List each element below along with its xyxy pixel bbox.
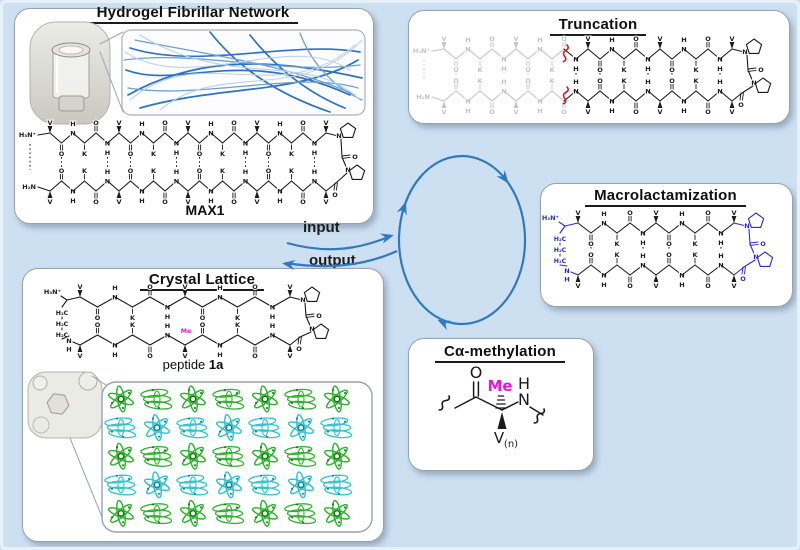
title-ca-methylation-text: Cα-methylation	[434, 343, 566, 363]
peptide-label-bold: 1a	[208, 357, 224, 372]
structure-label-peptide-1a: peptide 1a	[43, 357, 343, 372]
title-truncation: Truncation	[408, 16, 788, 36]
structure-label-max1: MAX1	[185, 202, 225, 218]
peptide-label-prefix: peptide	[162, 357, 209, 372]
cycle-arrows	[396, 154, 527, 331]
title-truncation-text: Truncation	[549, 16, 647, 36]
title-ca-methylation: Cα-methylation	[408, 343, 592, 363]
title-crystal-lattice-text: Crystal Lattice	[139, 271, 265, 291]
title-macrolactamization-text: Macrolactamization	[585, 187, 746, 207]
title-hydrogel-text: Hydrogel Fibrillar Network	[87, 4, 299, 24]
input-label: input	[303, 219, 340, 236]
panel-hydrogel-fibrillar-network	[14, 8, 374, 224]
panel-crystal-lattice	[22, 268, 384, 542]
title-hydrogel: Hydrogel Fibrillar Network	[14, 4, 372, 24]
output-label: output	[309, 252, 356, 269]
title-crystal-lattice: Crystal Lattice	[22, 271, 382, 291]
panel-truncation	[408, 10, 790, 124]
title-macrolactamization: Macrolactamization	[540, 187, 791, 207]
